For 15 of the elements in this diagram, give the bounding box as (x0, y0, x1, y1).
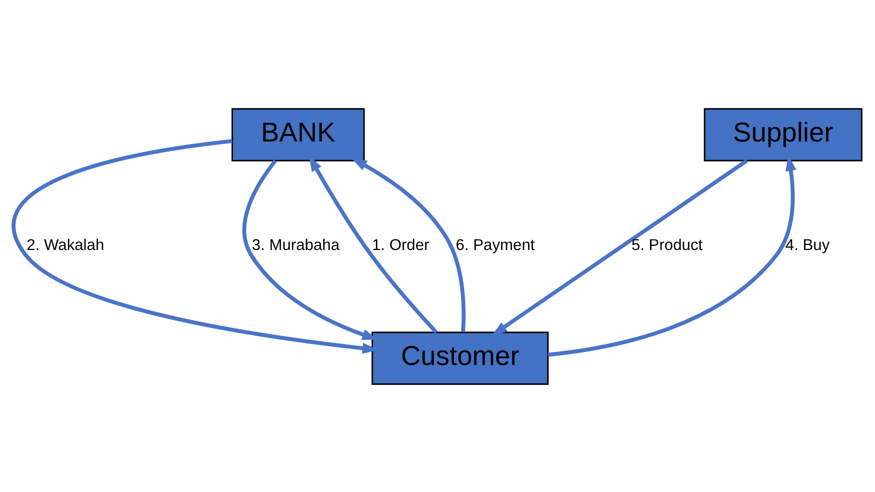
arrow (492, 158, 748, 336)
node-box: Supplier (704, 108, 862, 161)
arrow (548, 154, 796, 356)
node-box: Customer (372, 331, 549, 384)
edge-label: 1. Order (372, 236, 430, 254)
edge-label: 3. Murabaha (252, 236, 340, 254)
edge-label: 2. Wakalah (26, 236, 104, 254)
arrow (351, 158, 466, 332)
edge-label: 6. Payment (456, 236, 535, 254)
arrow (242, 159, 378, 340)
edge-label: 5. Product (631, 236, 703, 254)
arrow (308, 155, 438, 334)
edge-label: 4. Buy (785, 236, 830, 254)
node-box: BANK (232, 108, 365, 161)
arrow (12, 138, 378, 354)
